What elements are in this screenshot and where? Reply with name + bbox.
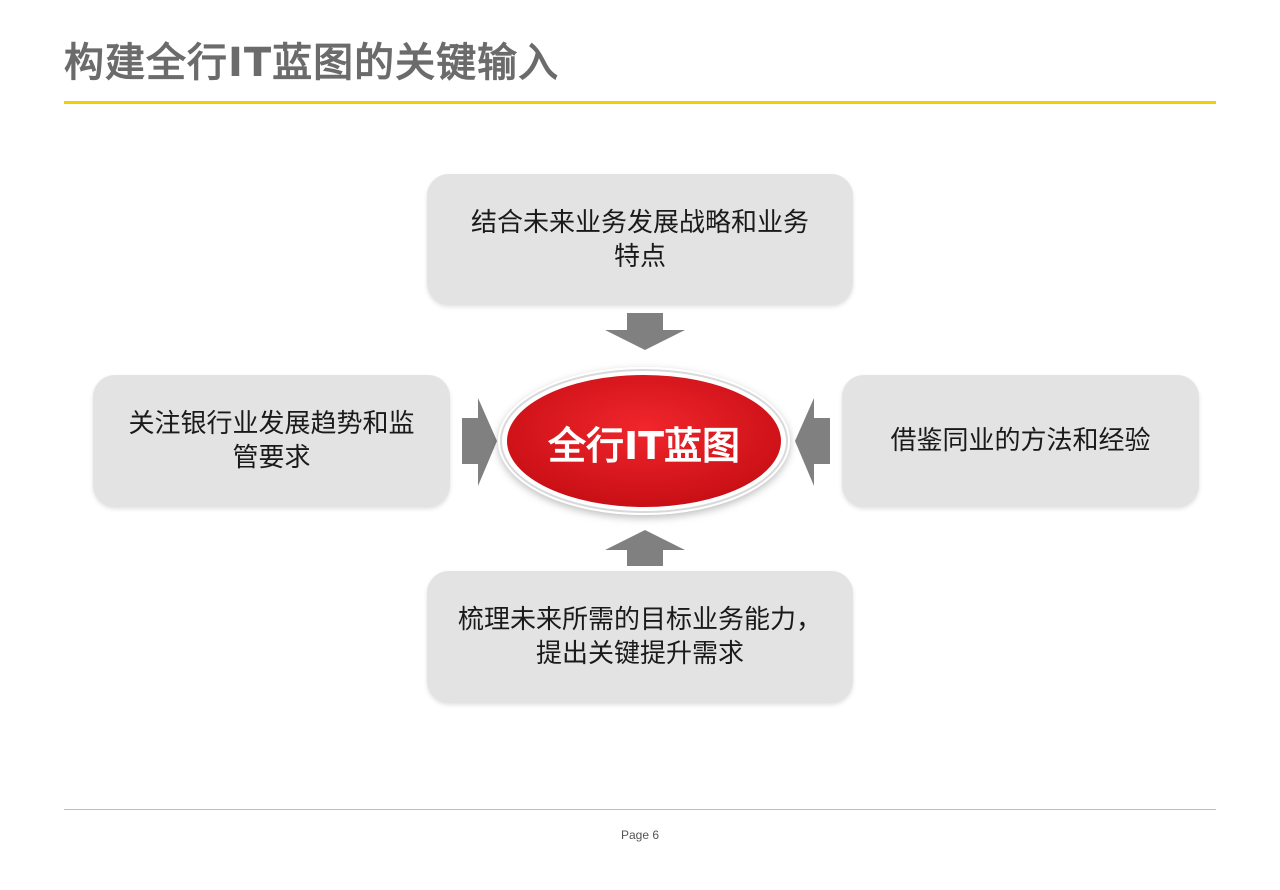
input-box-top: 结合未来业务发展战略和业务 特点 — [427, 174, 853, 305]
center-ellipse-border — [500, 369, 788, 513]
input-text-left: 关注银行业发展趋势和监 管要求 — [128, 409, 415, 473]
arrow-up-icon — [605, 530, 685, 566]
center-ellipse — [507, 375, 781, 507]
input-text-top: 结合未来业务发展战略和业务 特点 — [470, 207, 809, 272]
input-text-right: 借鉴同业的方法和经验 — [890, 426, 1151, 456]
input-text-bottom: 梳理未来所需的目标业务能力， 提出关键提升需求 — [457, 605, 822, 669]
slide-title: 构建全行IT蓝图的关键输入 — [64, 40, 560, 86]
page-number: Page 6 — [620, 828, 660, 842]
title-divider — [64, 101, 1216, 104]
arrow-down-icon — [605, 313, 685, 350]
input-box-left: 关注银行业发展趋势和监 管要求 — [93, 375, 450, 507]
input-box-right: 借鉴同业的方法和经验 — [842, 375, 1199, 507]
footer-divider — [64, 809, 1216, 810]
arrow-left-icon — [795, 398, 830, 486]
input-box-bottom: 梳理未来所需的目标业务能力， 提出关键提升需求 — [427, 571, 853, 703]
arrow-right-icon — [462, 398, 497, 486]
center-label: 全行IT蓝图 — [547, 423, 741, 468]
